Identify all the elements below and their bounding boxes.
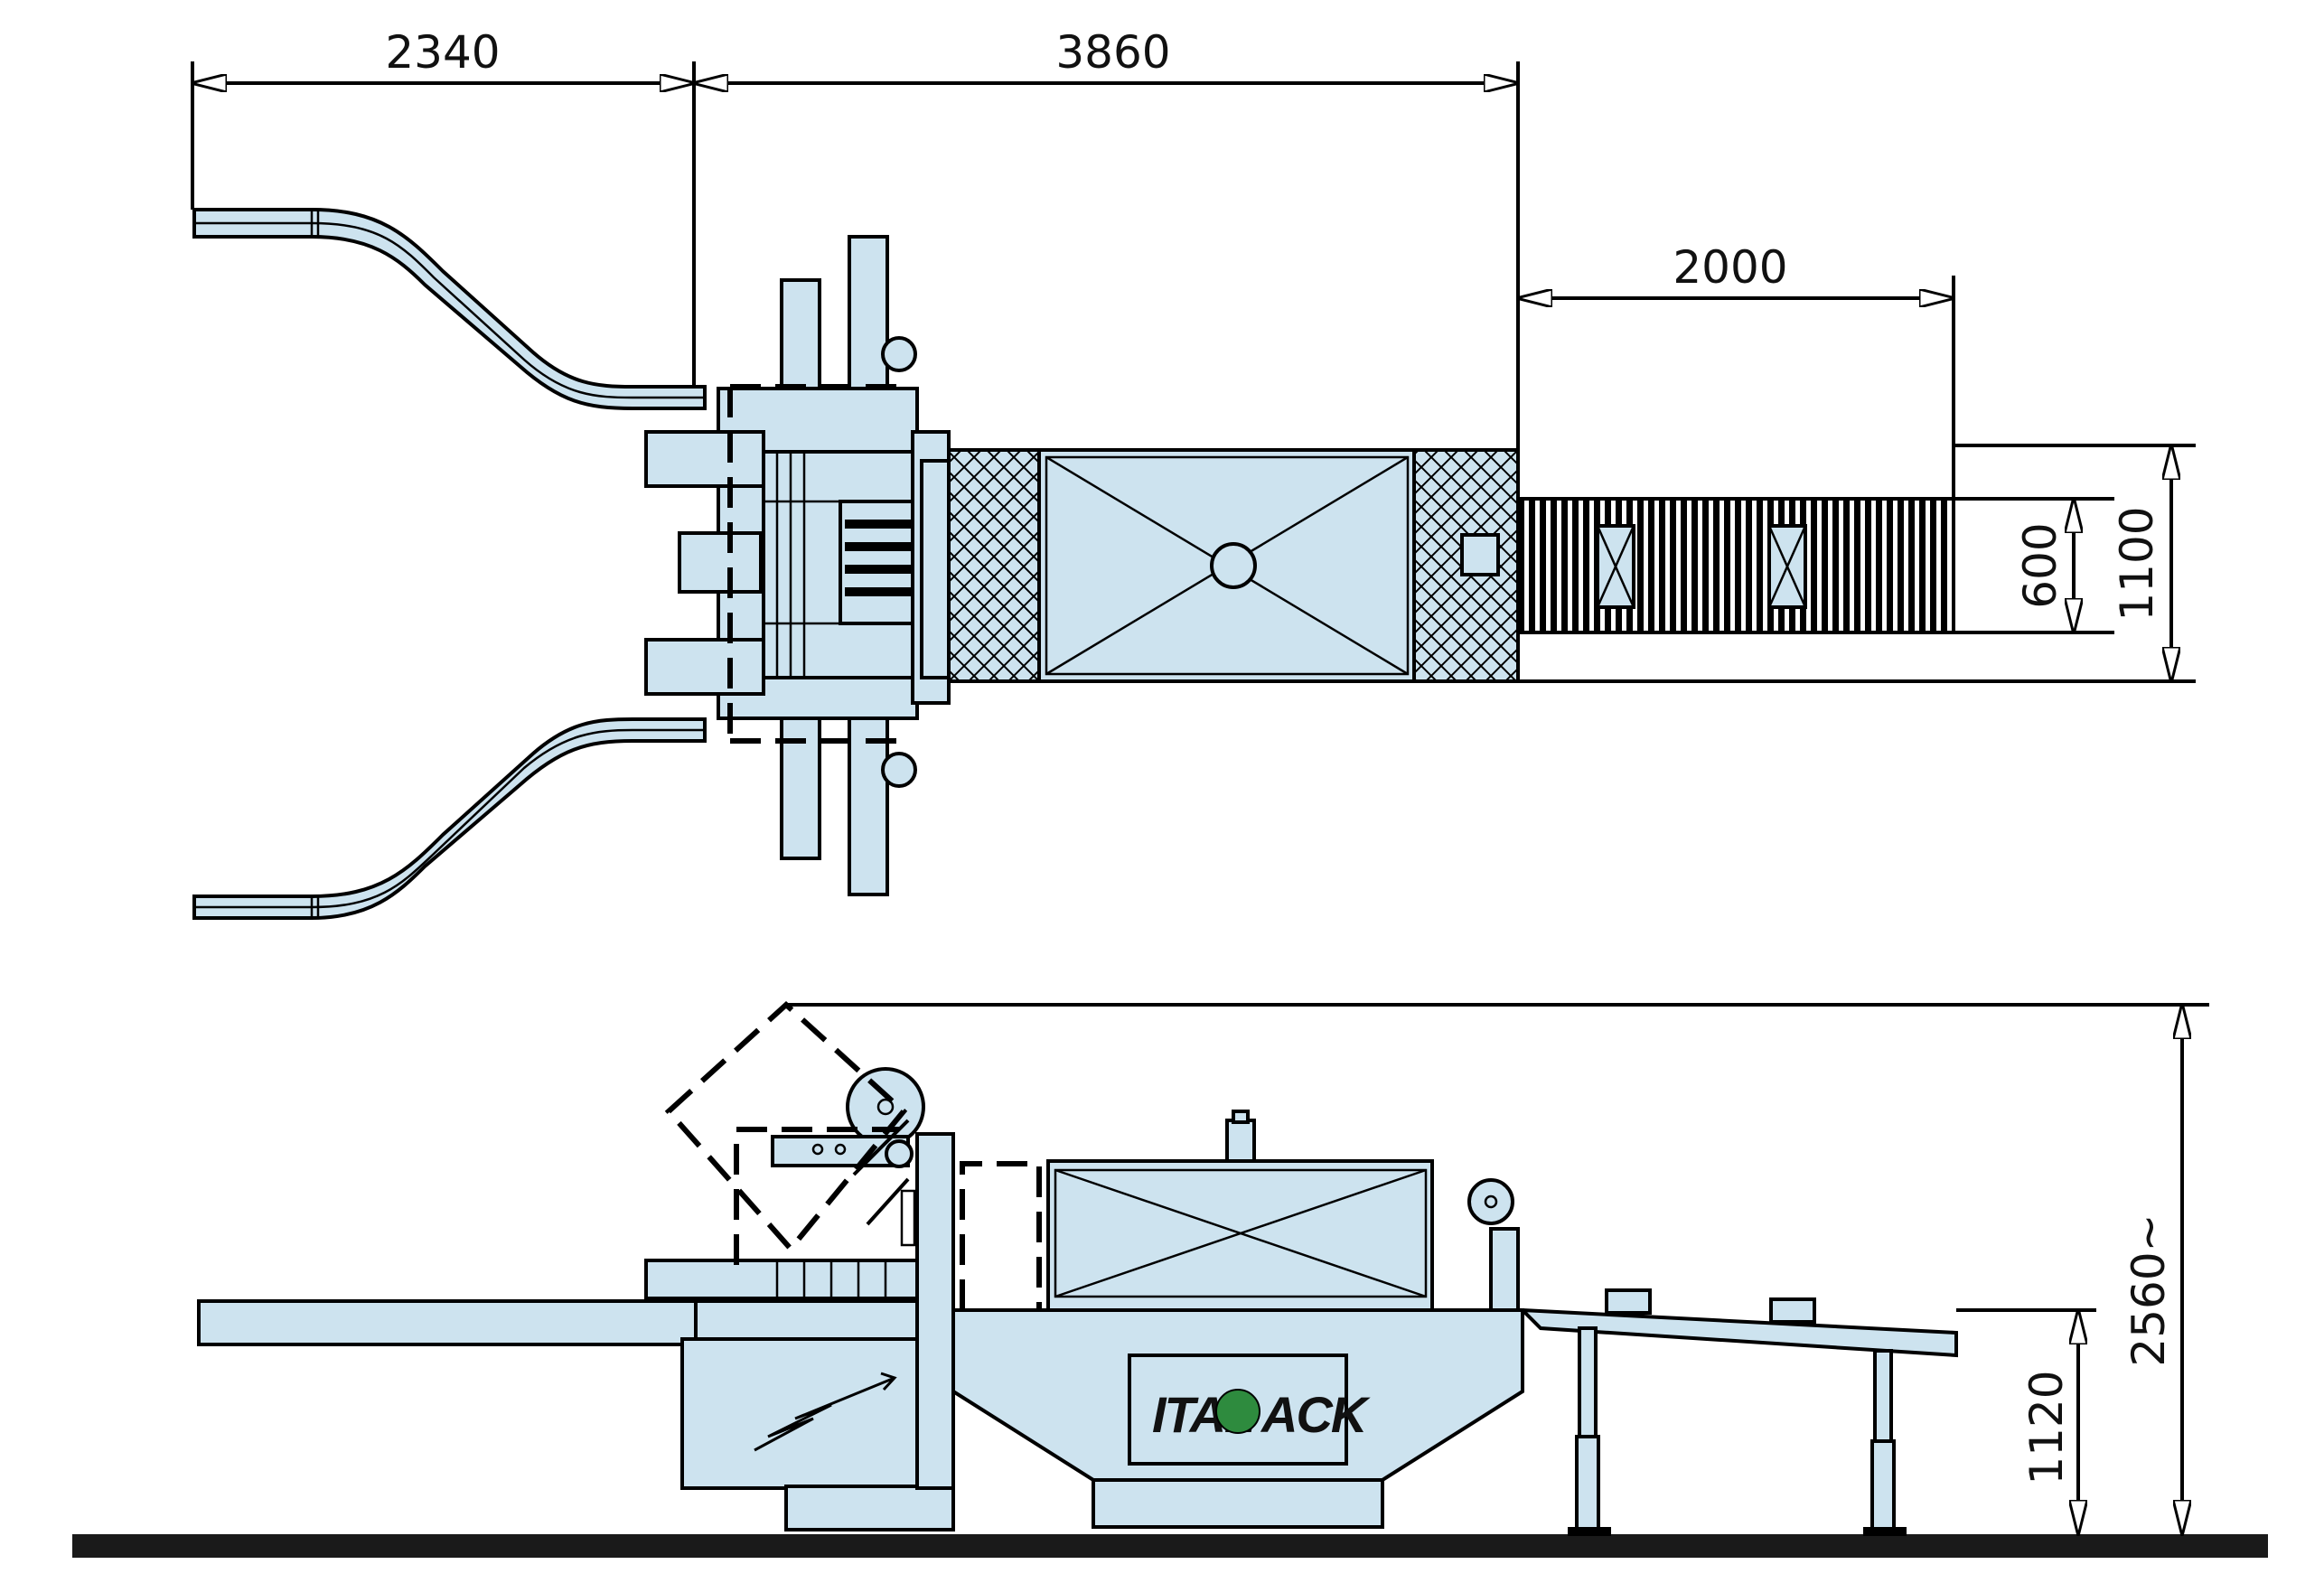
floor-line [72, 1534, 2268, 1558]
dim-machine-length: 3860 [1055, 26, 1170, 79]
dim-overall-height: 2560~ [2123, 1213, 2175, 1366]
electrical-hazard-icon [754, 1372, 897, 1452]
dim-working-height: 1120 [2020, 1370, 2073, 1485]
dim-machine-width: 1100 [2111, 506, 2163, 621]
outfeed-table [1517, 1307, 1958, 1358]
outfeed-roller-conveyor [1516, 497, 1955, 634]
side-view: ITAL ACK 2560~ 1120 [72, 1000, 2268, 1558]
upper-infeed-conveyor [192, 208, 707, 410]
dim-conveyor-width: 600 [2014, 522, 2066, 608]
shrink-tunnel-hood [1046, 1159, 1434, 1312]
feeder-column [915, 1132, 955, 1490]
hood-open-outline [664, 1000, 908, 1253]
lower-infeed-conveyor [192, 717, 707, 920]
infeed-table [197, 1299, 698, 1346]
electrical-cabinet [680, 1337, 955, 1490]
dim-infeed-length: 2340 [385, 26, 500, 79]
shrink-tunnel-infeed-section [947, 448, 1041, 683]
dim-outfeed-length: 2000 [1673, 241, 1787, 294]
brand-logo-text-right: ACK [1260, 1386, 1371, 1443]
top-view: 2340 3860 2000 600 1100 [191, 26, 2196, 920]
green-p-leaf-icon [1215, 1389, 1260, 1434]
cooling-fan [1467, 1178, 1514, 1225]
